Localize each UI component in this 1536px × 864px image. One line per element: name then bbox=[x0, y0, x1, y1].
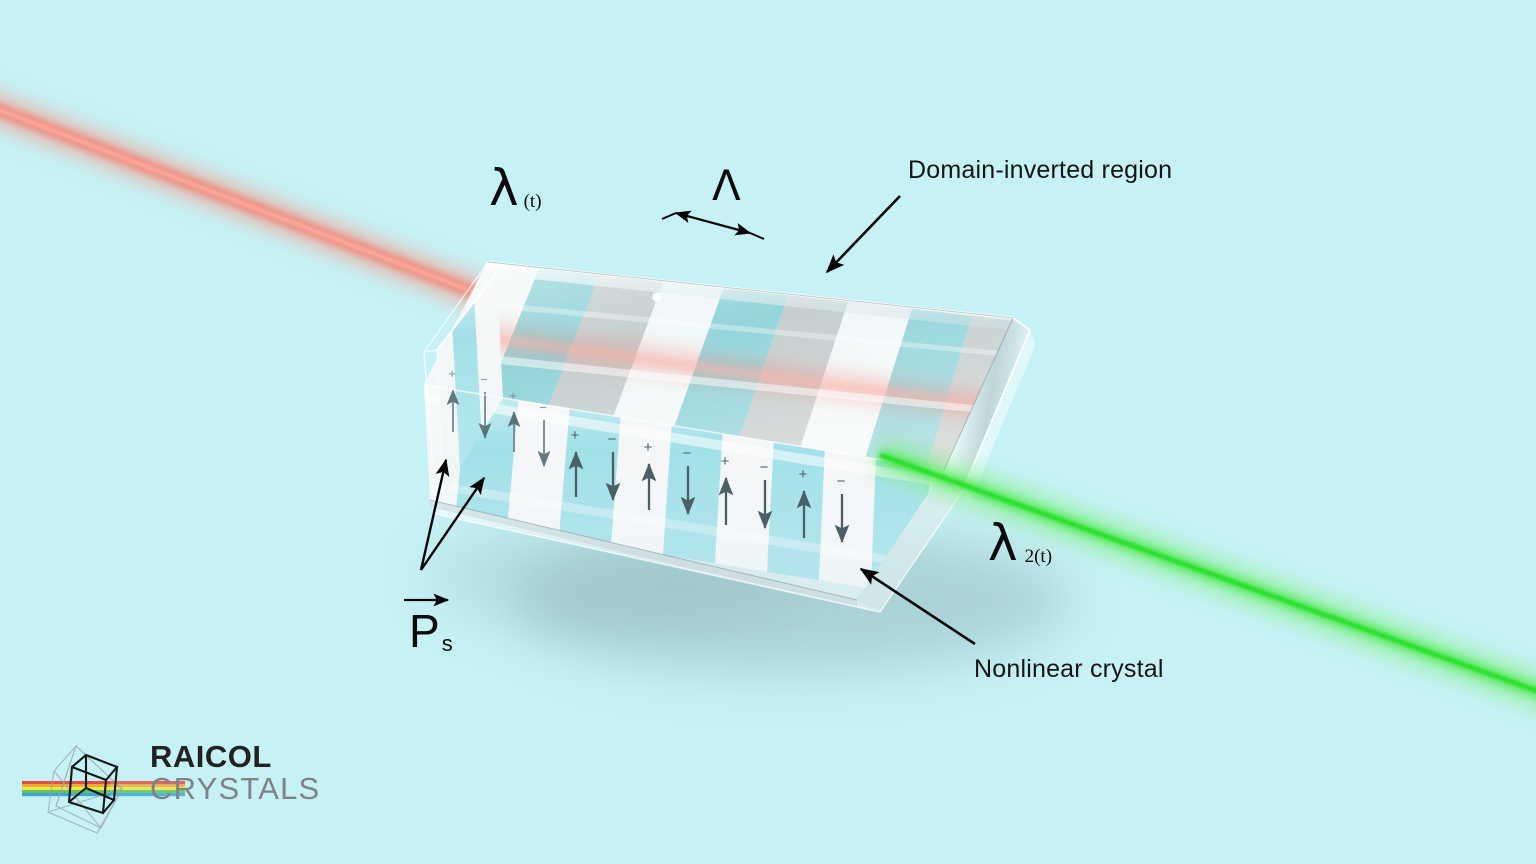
input-beam-red bbox=[0, 92, 567, 341]
period-tick-right bbox=[749, 232, 765, 240]
svg-text:−: − bbox=[760, 459, 769, 476]
input-wavelength-label: λ(t) bbox=[489, 163, 542, 213]
crystal-edge-darklines bbox=[429, 261, 1014, 601]
left-domain-markers: + − + − bbox=[446, 366, 551, 467]
lambda-subscript: 2(t) bbox=[1024, 546, 1053, 567]
svg-text:−: − bbox=[683, 445, 692, 462]
period-tick-left bbox=[661, 212, 677, 220]
svg-text:+: + bbox=[571, 427, 580, 444]
svg-text:+: + bbox=[509, 388, 517, 403]
raicol-crystals-logo: RAICOL CRYSTALS bbox=[22, 731, 319, 839]
svg-text:−: − bbox=[837, 473, 846, 490]
logo-name-top: RAICOL bbox=[150, 739, 272, 774]
logo-outer-wireframe bbox=[47, 745, 123, 834]
nonlinear-crystal-body: + + + + − − − bbox=[423, 260, 1036, 613]
crystal-glass-edges bbox=[423, 261, 1031, 613]
ps-glyph: P bbox=[409, 605, 440, 657]
svg-text:+: + bbox=[644, 439, 653, 456]
svg-text:+: + bbox=[448, 366, 456, 381]
lambda-glyph: λ bbox=[988, 514, 1018, 572]
logo-wordmark: RAICOL CRYSTALS bbox=[150, 741, 320, 804]
arrow-ps-right bbox=[420, 476, 485, 571]
crystal-left-face bbox=[436, 271, 503, 497]
lambda-subscript: (t) bbox=[523, 191, 542, 212]
annotation-arrows bbox=[404, 195, 976, 646]
poling-period-label: Λ bbox=[712, 161, 741, 210]
nonlinear-crystal-label: Nonlinear crystal bbox=[974, 655, 1164, 683]
lambda-glyph: λ bbox=[489, 159, 519, 217]
arrow-domain-inverted bbox=[825, 195, 901, 274]
ps-subscript: s bbox=[441, 631, 453, 656]
output-beam-green bbox=[873, 438, 1536, 710]
svg-text:+: + bbox=[721, 453, 730, 470]
spontaneous-polarization-label: Ps bbox=[409, 608, 453, 655]
logo-cube-icon bbox=[67, 753, 119, 815]
svg-text:+: + bbox=[799, 466, 808, 483]
svg-text:−: − bbox=[539, 400, 547, 415]
arrow-period-right bbox=[675, 211, 752, 236]
svg-text:−: − bbox=[480, 372, 488, 387]
arrow-nonlinear-crystal bbox=[859, 567, 976, 646]
domain-inverted-region-label: Domain-inverted region bbox=[908, 156, 1173, 184]
logo-mark bbox=[22, 745, 185, 834]
logo-name-bottom: CRYSTALS bbox=[150, 770, 321, 806]
crystal-base-rim bbox=[430, 500, 880, 612]
crystal-front-face: + + + + − − − bbox=[424, 385, 944, 600]
crystal-right-face bbox=[857, 317, 1036, 612]
front-domain-markers: + + + + − − − bbox=[568, 427, 850, 544]
arrow-ps-left bbox=[419, 458, 450, 571]
svg-text:−: − bbox=[608, 431, 617, 448]
